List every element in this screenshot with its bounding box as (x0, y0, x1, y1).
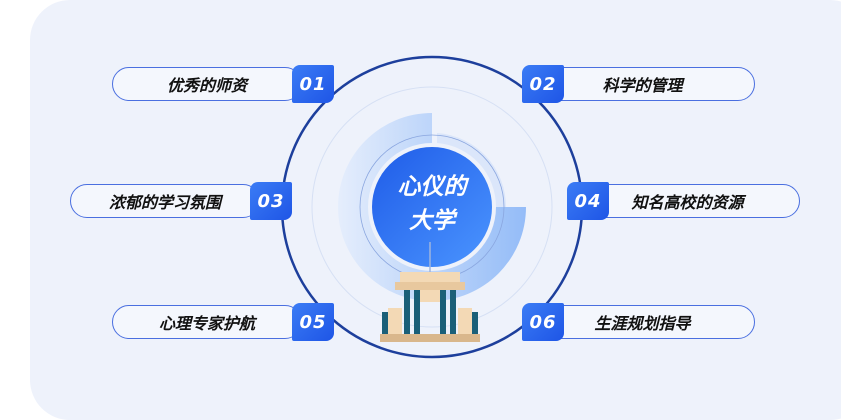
item-label: 优秀的师资 (166, 76, 247, 95)
item-label: 科学的管理 (602, 76, 683, 95)
number-badge: 05 (292, 303, 334, 341)
item-04: 知名高校的资源 (575, 184, 800, 218)
university-gate-icon (380, 242, 480, 342)
number-badge: 02 (522, 65, 564, 103)
item-label: 生涯规划指导 (594, 314, 691, 333)
item-06: 生涯规划指导 (530, 305, 755, 339)
item-label: 知名高校的资源 (631, 193, 744, 212)
arc-left (338, 113, 526, 301)
thin-ring (311, 86, 553, 328)
number-badge: 01 (292, 65, 334, 103)
center-circle (372, 147, 492, 267)
center-title: 心仪的 大学 (372, 170, 492, 238)
number-badge: 04 (567, 182, 609, 220)
center-title-line2: 大学 (409, 208, 455, 234)
item-label: 浓郁的学习氛围 (108, 193, 221, 212)
center-title-line1: 心仪的 (397, 174, 467, 200)
number-badge: 06 (522, 303, 564, 341)
item-05: 心理专家护航 (112, 305, 302, 339)
arc-right (437, 133, 507, 207)
item-label: 心理专家护航 (158, 314, 255, 333)
number-badge: 03 (250, 182, 292, 220)
item-03: 浓郁的学习氛围 (70, 184, 260, 218)
item-02: 科学的管理 (530, 67, 755, 101)
center-graphic (280, 55, 584, 359)
item-01: 优秀的师资 (112, 67, 302, 101)
